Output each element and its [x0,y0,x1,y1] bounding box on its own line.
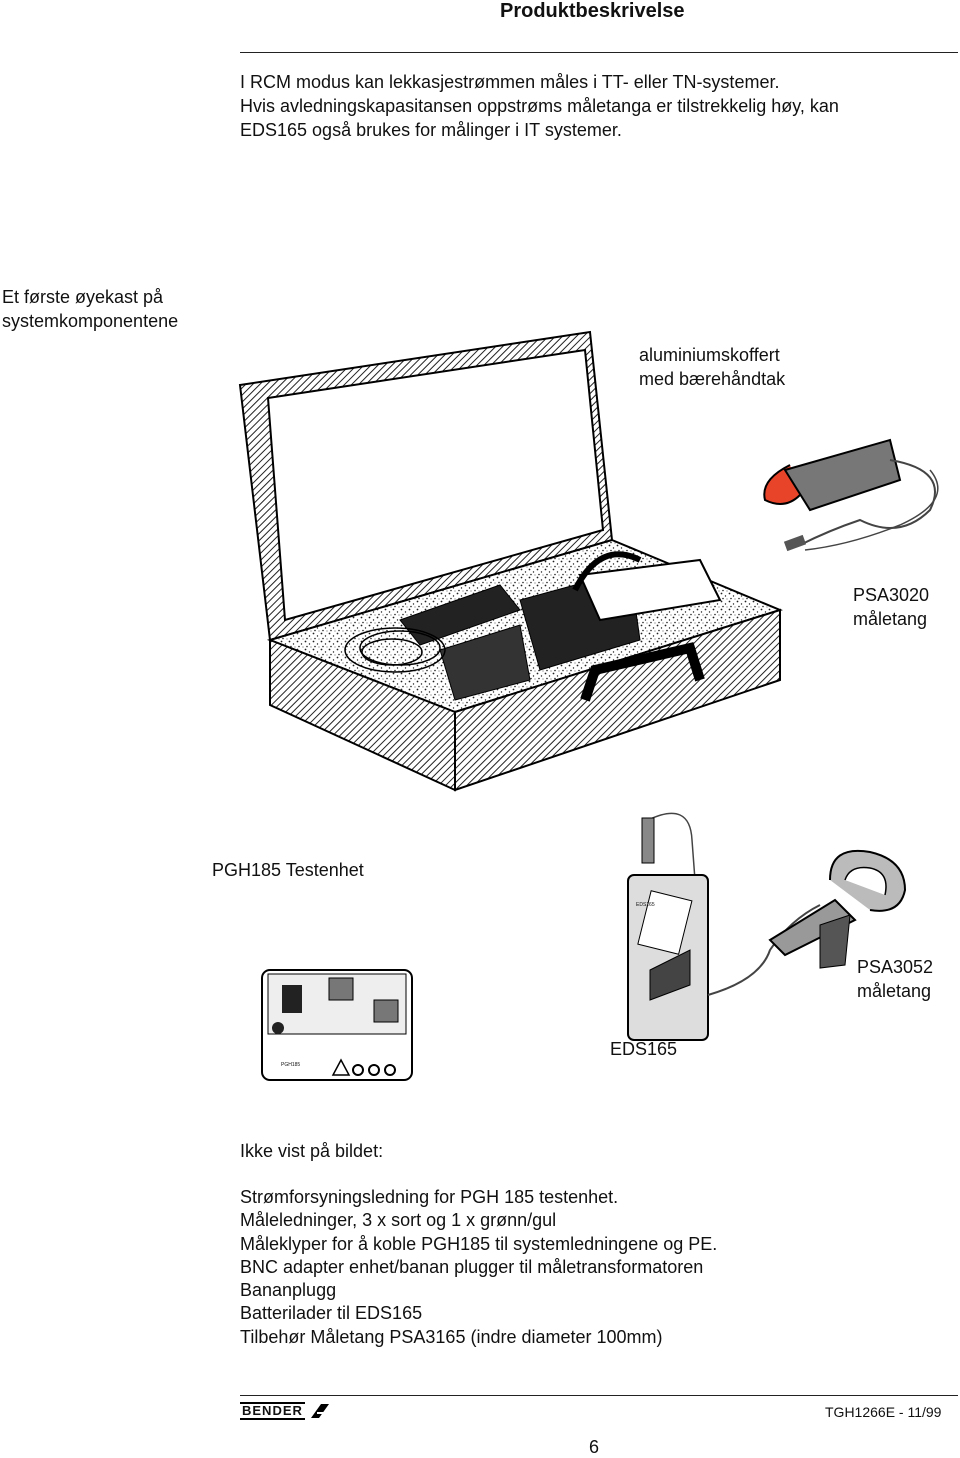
list-item: Strømforsyningsledning for PGH 185 teste… [240,1187,619,1207]
psa3052-label-line: måletang [857,981,932,1001]
page-title: Produktbeskrivelse [500,0,685,22]
intro-line: Hvis avledningskapasitansen oppstrøms må… [240,96,839,116]
intro-paragraph: I RCM modus kan lekkasjestrømmen måles i… [240,70,839,142]
eds165-label: EDS165 [610,1039,678,1059]
case-label-line: aluminiumskoffert [639,345,780,365]
footer-rule [240,1395,958,1396]
not-shown-list: Strømforsyningsledning for PGH 185 teste… [240,1186,717,1349]
psa3020-label-line: måletang [853,609,928,629]
header-rule [240,52,958,53]
bender-logo-text: BENDER [240,1402,305,1421]
list-item: BNC adapter enhet/banan plugger til måle… [240,1256,704,1277]
document-code: TGH1266E - 11/99 [825,1404,942,1420]
not-shown-heading: Ikke vist på bildet: [240,1141,384,1161]
case-label: aluminiumskoffert med bærehåndtak [639,343,785,391]
psa3052-label-line: PSA3052 [857,957,934,977]
side-caption-line: systemkomponentene [2,311,179,331]
pgh185-label: PGH185 Testenhet [212,860,364,880]
list-item: Batterilader til EDS165 [240,1303,423,1324]
psa3052-label: PSA3052 måletang [857,955,933,1003]
eds165-device-model: EDS165 [636,902,655,908]
list-item: Måleklyper for å koble PGH185 til system… [240,1233,718,1254]
bender-logo: BENDER [240,1402,331,1421]
list-item: Måleledninger, 3 x sort og 1 x grønn/gul [240,1210,557,1231]
psa3020-label: PSA3020 måletang [853,583,929,631]
bender-logo-mark [311,1404,330,1418]
pgh185-device-model: PGH185 [281,1062,301,1068]
page-number: 6 [589,1437,600,1457]
intro-line: EDS165 også brukes for målinger i IT sys… [240,120,622,140]
side-caption-line: Et første øyekast på [2,287,164,307]
psa3020-label-line: PSA3020 [853,585,930,605]
side-caption: Et første øyekast på systemkomponentene [2,285,178,333]
case-label-line: med bærehåndtak [639,369,786,389]
list-item: Bananplugg [240,1280,337,1301]
intro-line: I RCM modus kan lekkasjestrømmen måles i… [240,72,780,92]
list-item: Tilbehør Måletang PSA3165 (indre diamete… [240,1326,663,1347]
